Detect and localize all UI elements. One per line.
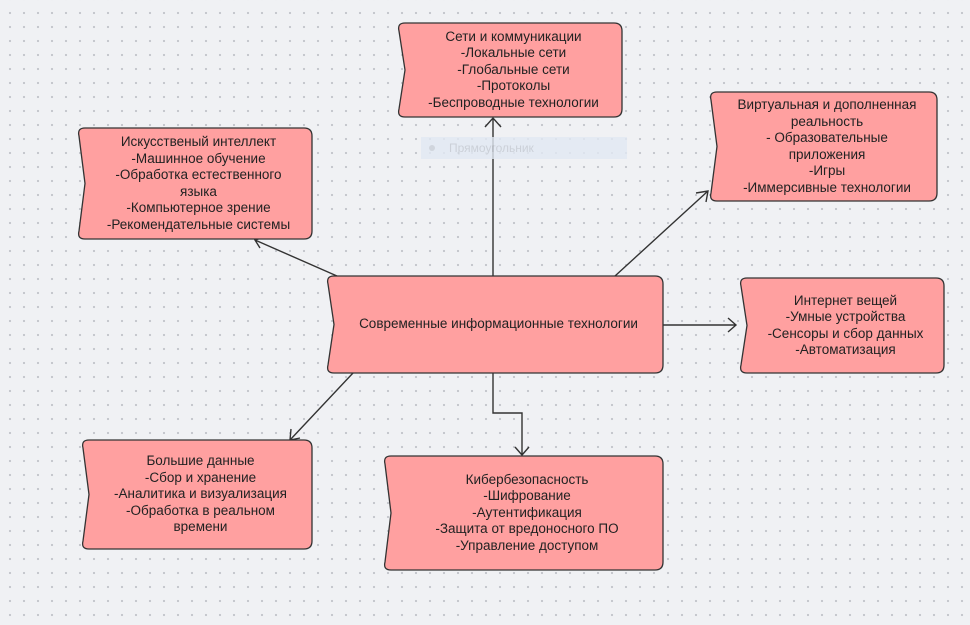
ghost-handle-icon <box>429 145 435 151</box>
node-text-line: -Локальные сети <box>460 45 567 61</box>
node-shape-networks[interactable] <box>397 22 623 118</box>
node-text-line: Кибербезопасность <box>465 471 589 487</box>
node-text-line: Виртуальная и дополненная <box>737 97 917 112</box>
node-text-line: Интернет вещей <box>793 292 898 308</box>
ghost-text: Прямоугольник <box>449 141 534 155</box>
node-text-line: -Игры <box>808 163 846 178</box>
node-text-line: реальность <box>790 113 864 129</box>
node-text-line: -Автоматизация <box>795 342 896 357</box>
edge-center-vr[interactable] <box>614 190 709 277</box>
node-networks[interactable]: Сети и коммуникации-Локальные сети-Глоба… <box>405 23 622 117</box>
node-security[interactable]: Кибербезопасность-Шифрование-Аутентифика… <box>391 456 663 570</box>
node-text-line: -Аналитика и визуализация <box>114 486 287 502</box>
ghost-rectangle-label[interactable]: Прямоугольник <box>421 137 627 159</box>
edge-center-bigdata[interactable] <box>289 372 354 441</box>
node-text-line: - Образовательные <box>766 130 888 145</box>
node-center[interactable]: Современные информационные технологии <box>334 276 663 373</box>
node-text-line: Сети и коммуникации <box>445 28 582 44</box>
node-text-line: -Беспроводные технологии <box>428 94 599 110</box>
edge-center-ai[interactable] <box>253 236 338 277</box>
node-ai[interactable]: Искусственый интеллект-Машинное обучение… <box>85 128 312 239</box>
node-text-line: -Обработка в реальном <box>126 502 275 518</box>
node-text-line: -Шифрование <box>483 488 571 504</box>
node-text-line: Большие данные <box>146 453 255 469</box>
node-shape-center[interactable] <box>326 275 664 374</box>
node-shape-ai[interactable] <box>77 127 313 240</box>
node-text-line: -Защита от вредоносного ПО <box>435 521 619 537</box>
node-text-line: времени <box>173 519 228 535</box>
node-shape-security[interactable] <box>383 455 664 571</box>
node-text-line: -Аутентификация <box>472 504 582 520</box>
node-bigdata[interactable]: Большие данные-Сбор и хранение-Аналитика… <box>89 440 312 549</box>
node-shape-bigdata[interactable] <box>81 439 313 550</box>
node-text-line: приложения <box>788 146 866 162</box>
node-shape-iot[interactable] <box>739 277 945 374</box>
node-text-line: -Компьютерное зрение <box>126 200 271 215</box>
node-text-line: -Сбор и хранение <box>144 469 257 485</box>
node-shape-vr[interactable] <box>709 91 938 202</box>
node-text-line: -Сенсоры и сбор данных <box>767 325 924 341</box>
node-text-line: -Обработка естественного <box>115 167 282 182</box>
node-text-line: -Управление доступом <box>455 537 599 553</box>
node-text-line: -Машинное обучение <box>131 150 266 166</box>
edge-center-security[interactable] <box>492 373 530 457</box>
node-text-line: языка <box>180 183 217 199</box>
node-iot[interactable]: Интернет вещей-Умные устройства-Сенсоры … <box>747 278 944 373</box>
node-text-line: Современные информационные технологии <box>359 316 638 332</box>
node-text-line: -Протоколы <box>476 78 551 94</box>
node-text-line: Искусственый интеллект <box>120 134 277 149</box>
node-text-line: -Рекомендательные системы <box>106 216 291 232</box>
node-text-line: -Иммерсивные технологии <box>743 179 911 195</box>
node-text-line: -Глобальные сети <box>457 61 570 77</box>
edge-center-iot[interactable] <box>663 317 738 333</box>
node-text-line: -Умные устройства <box>785 309 906 324</box>
